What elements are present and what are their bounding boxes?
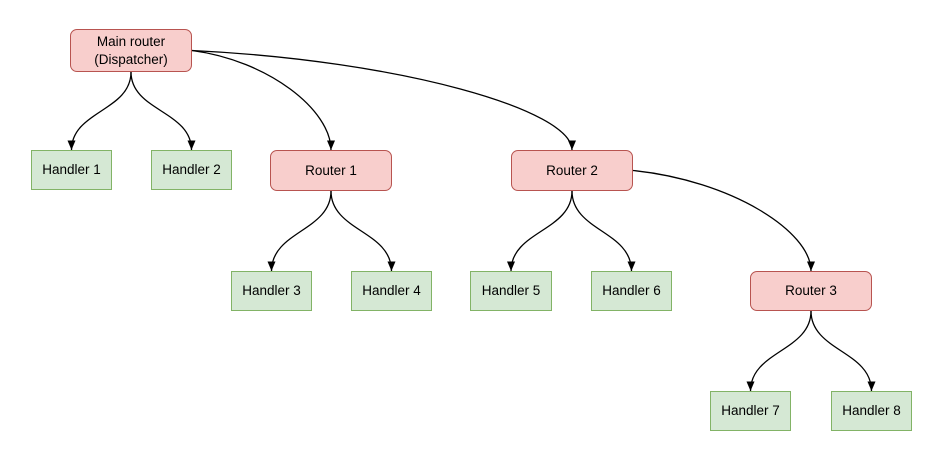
node-h4[interactable]: Handler 4: [351, 271, 432, 311]
edge-r3-to-h8: [810, 310, 876, 392]
node-label: Handler 8: [842, 403, 901, 419]
edge-main-to-r1: [191, 49, 335, 151]
edge-main-to-h2: [130, 71, 196, 151]
node-label: Handler 2: [162, 162, 221, 178]
edge-r2-to-h6: [571, 190, 636, 272]
node-r2[interactable]: Router 2: [511, 150, 633, 191]
node-label: Handler 3: [242, 283, 301, 299]
edge-r1-to-h3: [267, 190, 332, 272]
node-label: Handler 4: [362, 283, 421, 299]
node-h6[interactable]: Handler 6: [591, 271, 672, 311]
node-h3[interactable]: Handler 3: [231, 271, 312, 311]
node-h8[interactable]: Handler 8: [831, 391, 912, 431]
node-label: Handler 1: [42, 162, 101, 178]
edge-main-to-r2: [191, 49, 576, 151]
edge-r2-to-r3: [632, 169, 815, 272]
node-h7[interactable]: Handler 7: [710, 391, 791, 431]
edge-r1-to-h4: [330, 190, 396, 272]
node-h1[interactable]: Handler 1: [31, 150, 112, 190]
node-label: Router 2: [546, 162, 598, 178]
node-r1[interactable]: Router 1: [270, 150, 392, 191]
node-label: Main router (Dispatcher): [94, 33, 168, 67]
edge-r3-to-h7: [746, 310, 812, 392]
node-main[interactable]: Main router (Dispatcher): [70, 29, 192, 72]
node-label: Router 1: [305, 162, 357, 178]
node-label: Router 3: [785, 283, 837, 299]
node-label: Handler 5: [481, 283, 541, 299]
node-label: Handler 7: [721, 403, 780, 419]
edge-main-to-h1: [67, 71, 132, 151]
node-h5[interactable]: Handler 5: [470, 271, 552, 311]
node-h2[interactable]: Handler 2: [151, 150, 232, 190]
node-label: Handler 6: [602, 283, 661, 299]
node-r3[interactable]: Router 3: [750, 271, 872, 311]
edge-r2-to-h5: [507, 190, 573, 272]
